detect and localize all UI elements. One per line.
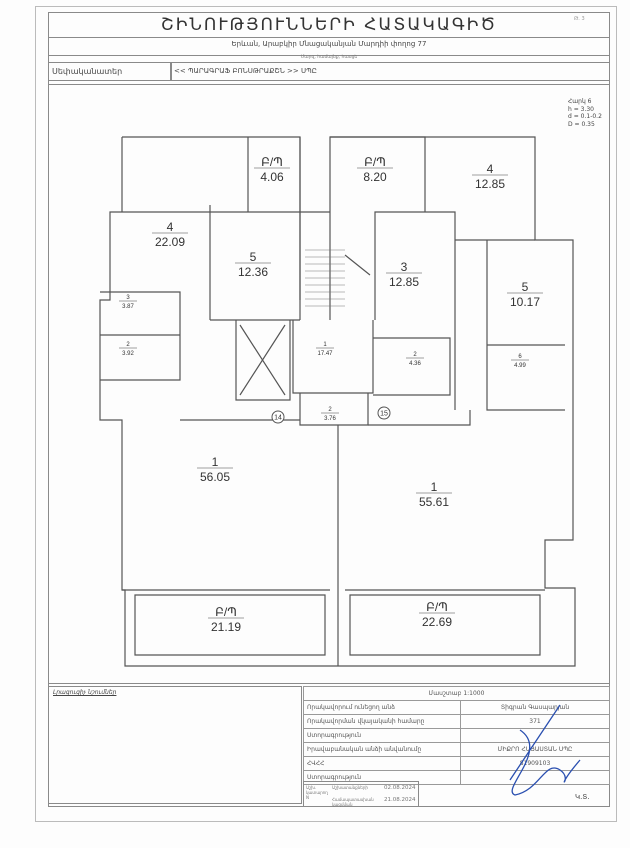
document-title: ՇԻՆՈՒԹՅՈՒՆՆԵՐԻ ՀԱՏԱԿԱԳԻԾ — [160, 15, 498, 35]
room-number: 3 — [126, 295, 130, 301]
room-area: 3.87 — [122, 304, 134, 310]
table-row: Ստորագրություն — [303, 728, 610, 743]
issued-date: 21.08.2024 — [384, 797, 416, 803]
drawing-area — [48, 84, 610, 684]
height: h = 3.30 — [568, 105, 595, 113]
axis-marker-15: 15 — [380, 411, 388, 418]
room-area: 56.05 — [200, 470, 230, 484]
room-number: 5 — [522, 280, 529, 294]
room-area: 22.69 — [422, 615, 452, 629]
room-number: 1 — [323, 342, 327, 348]
room-area: 3.76 — [324, 416, 336, 422]
room-area: 3.92 — [122, 351, 134, 357]
wall-d: d = 0.1-0.2 — [568, 113, 602, 120]
owner-row — [48, 62, 610, 81]
row-label: Իրավաբանական անձի անվանումը — [303, 742, 461, 757]
date-block: Աշխ. կատարող N Աշխատանքների Համապատասխան… — [303, 781, 419, 807]
room-area: 12.85 — [389, 275, 419, 289]
notes-label: Լրացուցիչ նշումներ — [53, 689, 117, 696]
corner-note: Թ. 3 — [574, 16, 585, 22]
address: Երևան, Արաբկիր Մնացականյան Մարդիի փողոց … — [231, 40, 427, 48]
room-number: 2 — [328, 407, 332, 413]
floor-info: Հարկ 6 h = 3.30 d = 0.1-0.2 D = 0.35 — [568, 98, 602, 128]
axis-marker-14: 14 — [274, 415, 282, 422]
room-number: 2 — [126, 342, 130, 348]
room-area: 4.99 — [514, 363, 526, 369]
row-label: Որակավորում ունեցող անձ — [303, 700, 461, 715]
room-area: 17.47 — [317, 351, 333, 357]
signature — [509, 704, 581, 796]
room-area: 22.09 — [155, 235, 185, 249]
room-area: 8.20 — [363, 170, 387, 184]
floor-number: Հարկ 6 — [568, 98, 592, 105]
room-number: Բ/Պ — [426, 600, 448, 614]
title-row — [48, 12, 610, 38]
room-number: 4 — [167, 220, 174, 234]
walls — [99, 136, 576, 667]
room-area: 10.17 — [510, 295, 540, 309]
owner-label: Սեփականատեր — [52, 67, 123, 76]
row-label: Ստորագրություն — [303, 728, 461, 743]
room-number: 4 — [487, 162, 494, 176]
axis-markers: 14 15 — [271, 406, 391, 424]
room-number: 1 — [212, 455, 219, 469]
room-area: 21.19 — [211, 620, 241, 634]
notes-box — [48, 686, 302, 804]
owner-divider — [170, 62, 172, 81]
room-number: Բ/Պ — [261, 155, 283, 169]
room-number: 2 — [413, 352, 417, 358]
room-area: 4.36 — [409, 361, 421, 367]
row-label: ՀՎՀՀ — [303, 756, 461, 771]
room-number: 1 — [431, 480, 438, 494]
room-number: 5 — [250, 250, 257, 264]
work-number-label: Աշխ. կատարող N — [306, 785, 328, 800]
stairs — [305, 249, 345, 307]
room-number: 3 — [401, 260, 408, 274]
room-area: 12.36 — [238, 265, 268, 279]
room-number: Բ/Պ — [364, 155, 386, 169]
room-area: 4.06 — [260, 170, 284, 184]
row-label: Որակավորման վկայականի համարը — [303, 714, 461, 729]
prepared-label: Աշխատանքների — [332, 785, 368, 790]
stamp-mark: Կ.Տ. — [575, 793, 590, 801]
outer-frame — [35, 6, 617, 822]
owner-value: << ՊԱՐԱԳՐԱՖ ԲՈՆՍԹՐԱՔՇՆ >> ՍՊԸ — [174, 67, 317, 75]
wall-D: D = 0.35 — [568, 120, 595, 128]
room-number: Բ/Պ — [215, 605, 237, 619]
scale: Մասշտաբ 1:1000 — [303, 686, 610, 701]
issued-label: Համապատասխան կազմման — [332, 797, 374, 807]
room-area: 55.61 — [419, 495, 449, 509]
prepared-date: 02.08.2024 — [384, 785, 416, 791]
address-subline: Մարզ, համայնք, հասցե — [300, 55, 358, 60]
room-area: 12.85 — [475, 177, 505, 191]
room-number: 6 — [518, 354, 522, 360]
